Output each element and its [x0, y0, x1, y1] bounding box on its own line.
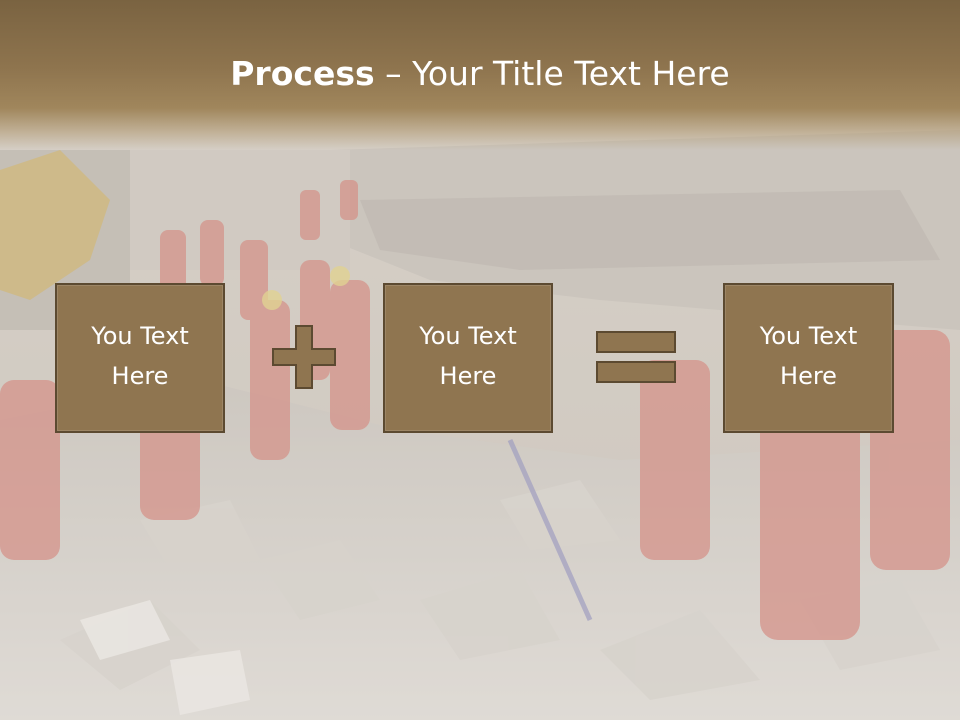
process-box-1-text: You Text Here [91, 322, 189, 390]
process-box-3-text: You Text Here [759, 322, 858, 390]
process-box-3[interactable]: You Text Here [723, 283, 894, 433]
slide-title-bold: Process [230, 54, 375, 93]
process-box-2[interactable]: You Text Here [383, 283, 553, 433]
slide-title-rest: – Your Title Text Here [374, 54, 730, 93]
title-band [0, 0, 960, 150]
process-box-2-text: You Text Here [419, 322, 517, 390]
plus-icon [272, 325, 336, 389]
slide-title[interactable]: Process – Your Title Text Here [0, 52, 960, 96]
process-box-1[interactable]: You Text Here [55, 283, 225, 433]
equals-icon [596, 331, 676, 383]
